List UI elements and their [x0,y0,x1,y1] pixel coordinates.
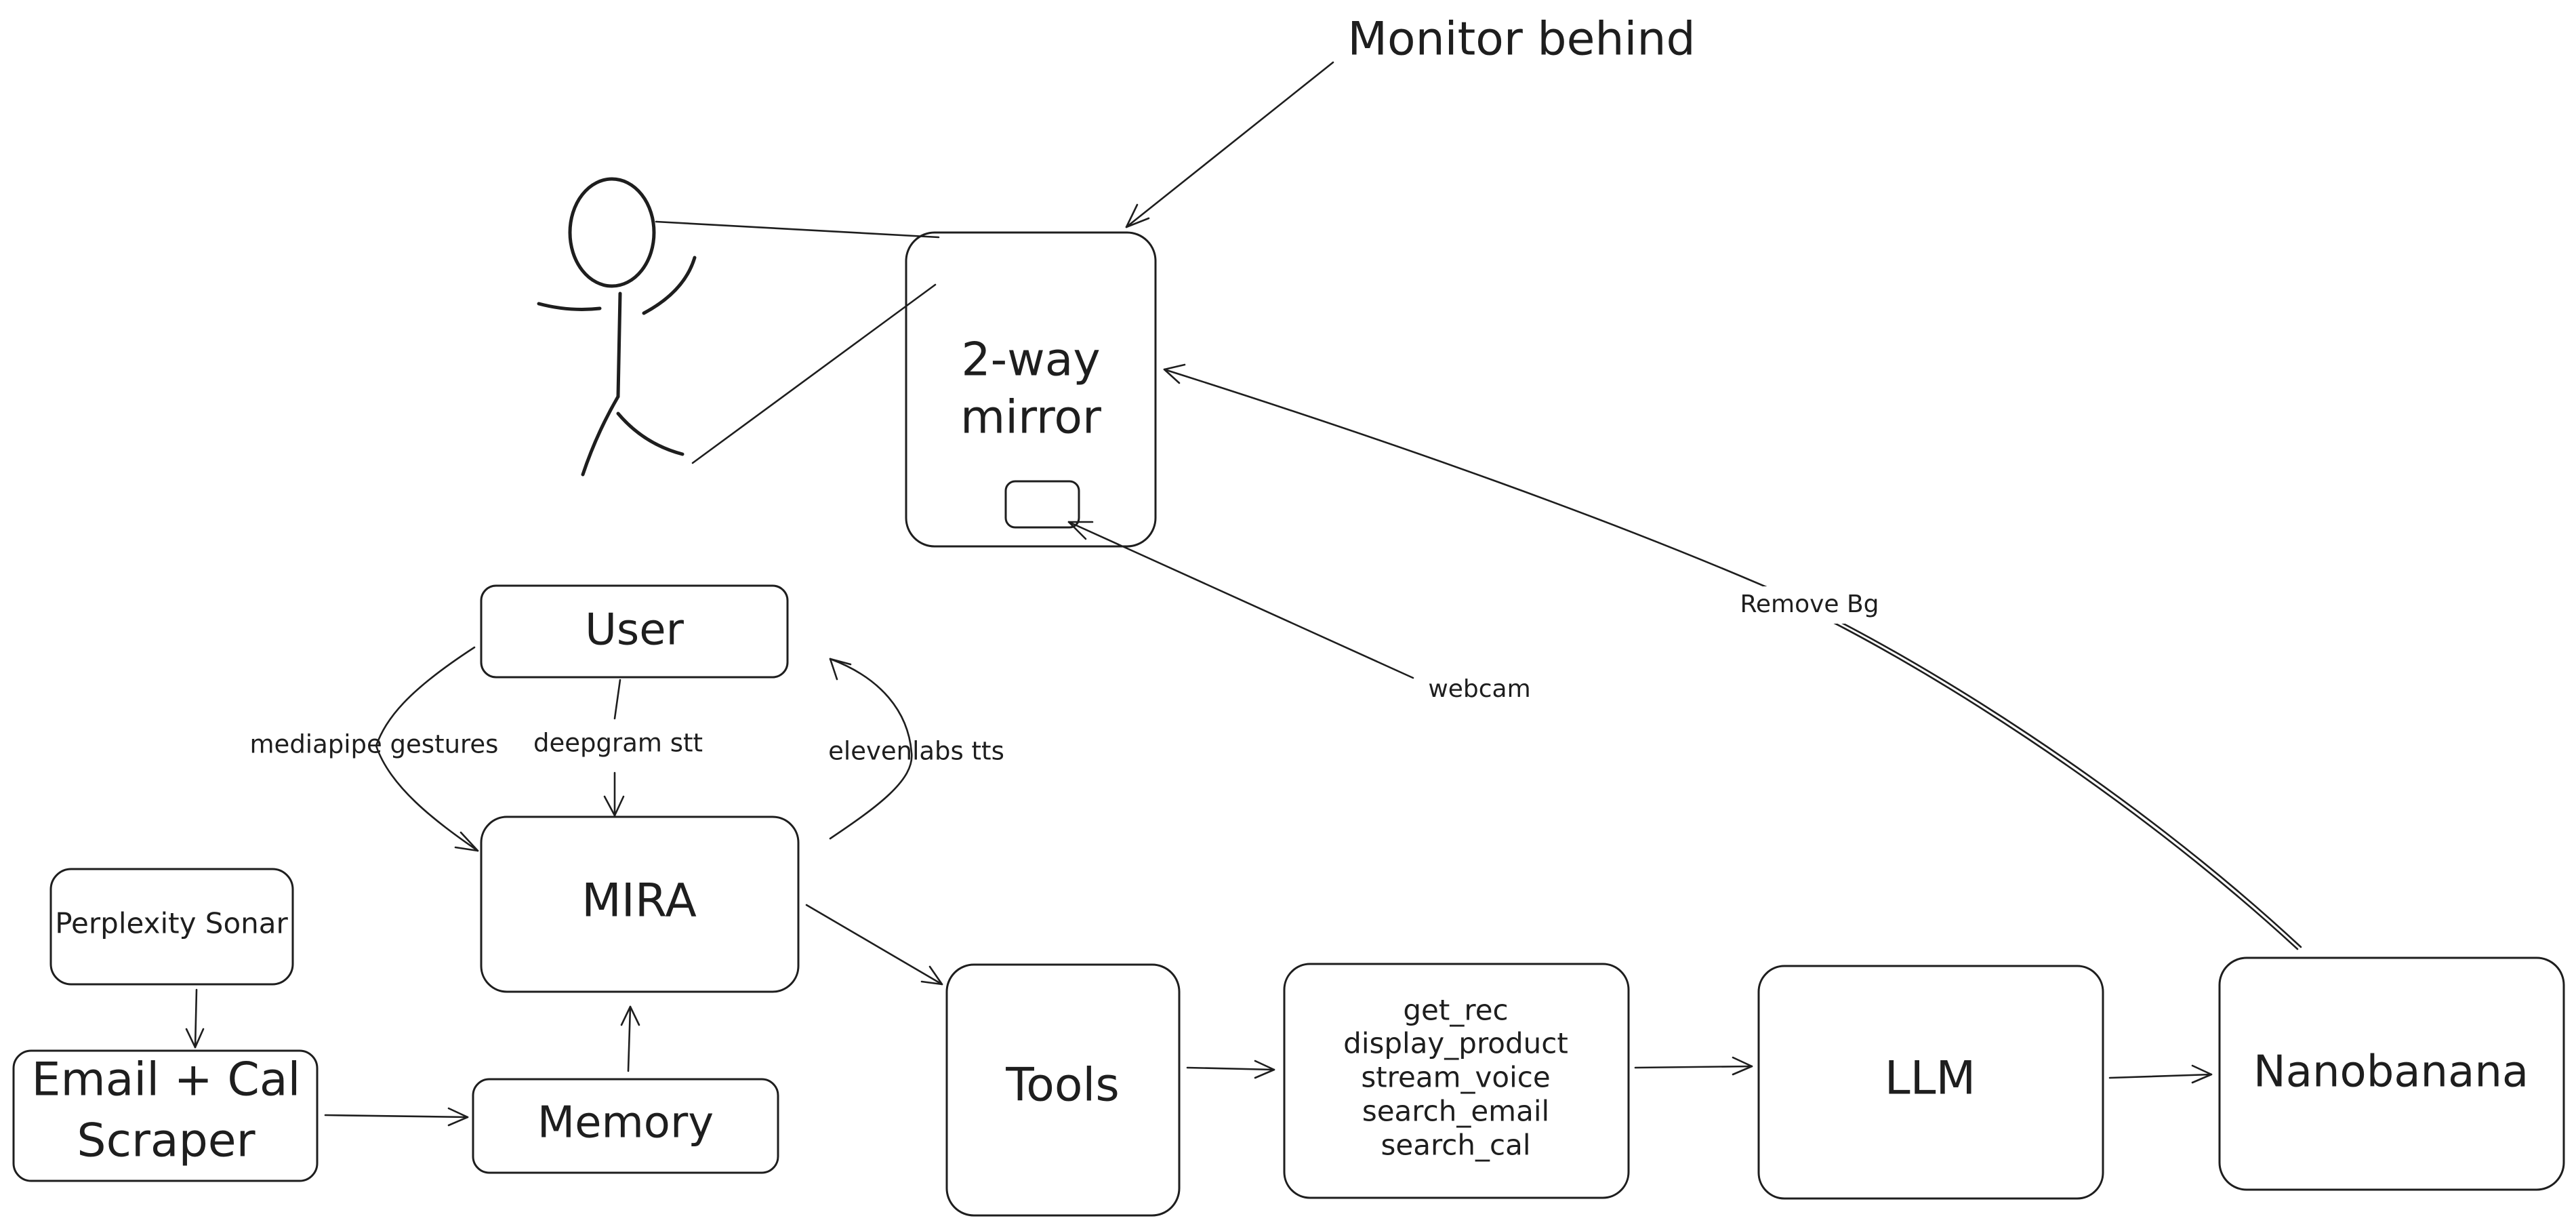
mirror-frame [905,231,1157,548]
person-figure [537,177,697,477]
webcam-arrow [1067,521,1414,679]
elevenlabs-edge [829,658,913,840]
webcam-arrowhead [1067,521,1094,540]
memory-box [472,1078,779,1174]
mira-node[interactable]: MIRA [480,815,800,993]
scraper-to-memory-edge [324,1114,469,1119]
scraper-label-line1: Email + Cal [32,1053,301,1107]
toolset-item-search-cal: search_cal [1381,1129,1530,1162]
tools-to-toolset-edge [1186,1066,1275,1071]
mira-to-tools-arrowhead [920,965,943,986]
nanobanana-node[interactable]: Nanobanana [2218,956,2565,1191]
elevenlabs-label: elevenlabs tts [828,737,1004,766]
toolset-to-llm-edge [1634,1065,1753,1069]
perplexity-box [49,868,294,986]
nanobanana-box [2218,956,2565,1191]
person-body [616,291,622,399]
person-left-leg [581,395,620,477]
deepgram-arrowhead [603,795,625,817]
deepgram-label: deepgram stt [533,729,703,758]
perplexity-node[interactable]: Perplexity Sonar [49,868,294,986]
scraper-box [12,1049,319,1182]
deepgram-edge [613,679,621,817]
user-label: User [585,605,684,656]
tools-box [945,963,1181,1217]
toolset-item-search-email: search_email [1362,1095,1549,1128]
mirror-label-line2: mirror [960,391,1101,445]
toolset-item-display-product: display_product [1343,1027,1568,1060]
scraper-to-memory-arrowhead [447,1107,469,1127]
perplexity-to-scraper-arrowhead [185,1028,205,1049]
llm-to-nanobanana-edge [2108,1073,2213,1079]
toolset-item-stream-voice: stream_voice [1361,1061,1550,1094]
monitor-arrow [1125,61,1334,228]
tools-label: Tools [1005,1059,1120,1112]
mira-box [480,815,800,993]
remove-bg-arrow [1163,368,2302,948]
memory-to-mira-arrowhead [620,1005,640,1026]
mira-label: MIRA [581,874,697,928]
person-to-mirror-line-bottom [691,283,937,464]
person-to-mirror-line-top [655,220,940,239]
llm-label: LLM [1885,1052,1976,1106]
mirror-label-line1: 2-way [961,334,1100,387]
toolset-node[interactable]: get_rec display_product stream_voice sea… [1283,963,1630,1199]
nanobanana-label: Nanobanana [2253,1047,2529,1097]
elevenlabs-arrowhead [829,658,852,681]
mediapipe-edge [375,646,479,852]
webcam-label: webcam [1428,675,1530,703]
toolset-to-llm-arrowhead [1732,1056,1753,1076]
person-right-arm [642,256,697,315]
monitor-behind-label: Monitor behind [1347,13,1695,66]
llm-to-nanobanana-arrowhead [2191,1064,2213,1084]
remove-bg-arrowhead [1163,363,1186,384]
tools-to-toolset-arrowhead [1254,1060,1275,1079]
tools-node[interactable]: Tools [945,963,1181,1217]
toolset-item-get-rec: get_rec [1403,994,1508,1027]
memory-label: Memory [537,1098,714,1148]
user-box [480,584,789,679]
scraper-label-line2: Scraper [77,1114,255,1168]
memory-to-mira-edge [627,1005,632,1072]
mira-to-tools-edge [805,904,943,986]
mediapipe-label: mediapipe gestures [250,730,499,759]
perplexity-label: Perplexity Sonar [55,907,288,940]
memory-node[interactable]: Memory [472,1078,779,1174]
person-right-leg [616,411,684,456]
user-node[interactable]: User [480,584,789,679]
monitor-arrowhead [1125,203,1150,228]
llm-box [1757,965,2104,1200]
remove-bg-label-bg [1725,586,1887,624]
llm-node[interactable]: LLM [1757,965,2104,1200]
mirror-node[interactable]: 2-way mirror [905,231,1157,548]
webcam-box [1004,480,1080,529]
remove-bg-label: Remove Bg [1740,590,1879,618]
mediapipe-arrowhead [454,831,479,852]
toolset-box [1283,963,1630,1199]
person-head [568,177,656,288]
perplexity-to-scraper-edge [194,988,198,1049]
person-left-arm [537,302,602,311]
scraper-node[interactable]: Email + Cal Scraper [12,1049,319,1182]
remove-bg-arrow-sketch [1793,602,2299,950]
